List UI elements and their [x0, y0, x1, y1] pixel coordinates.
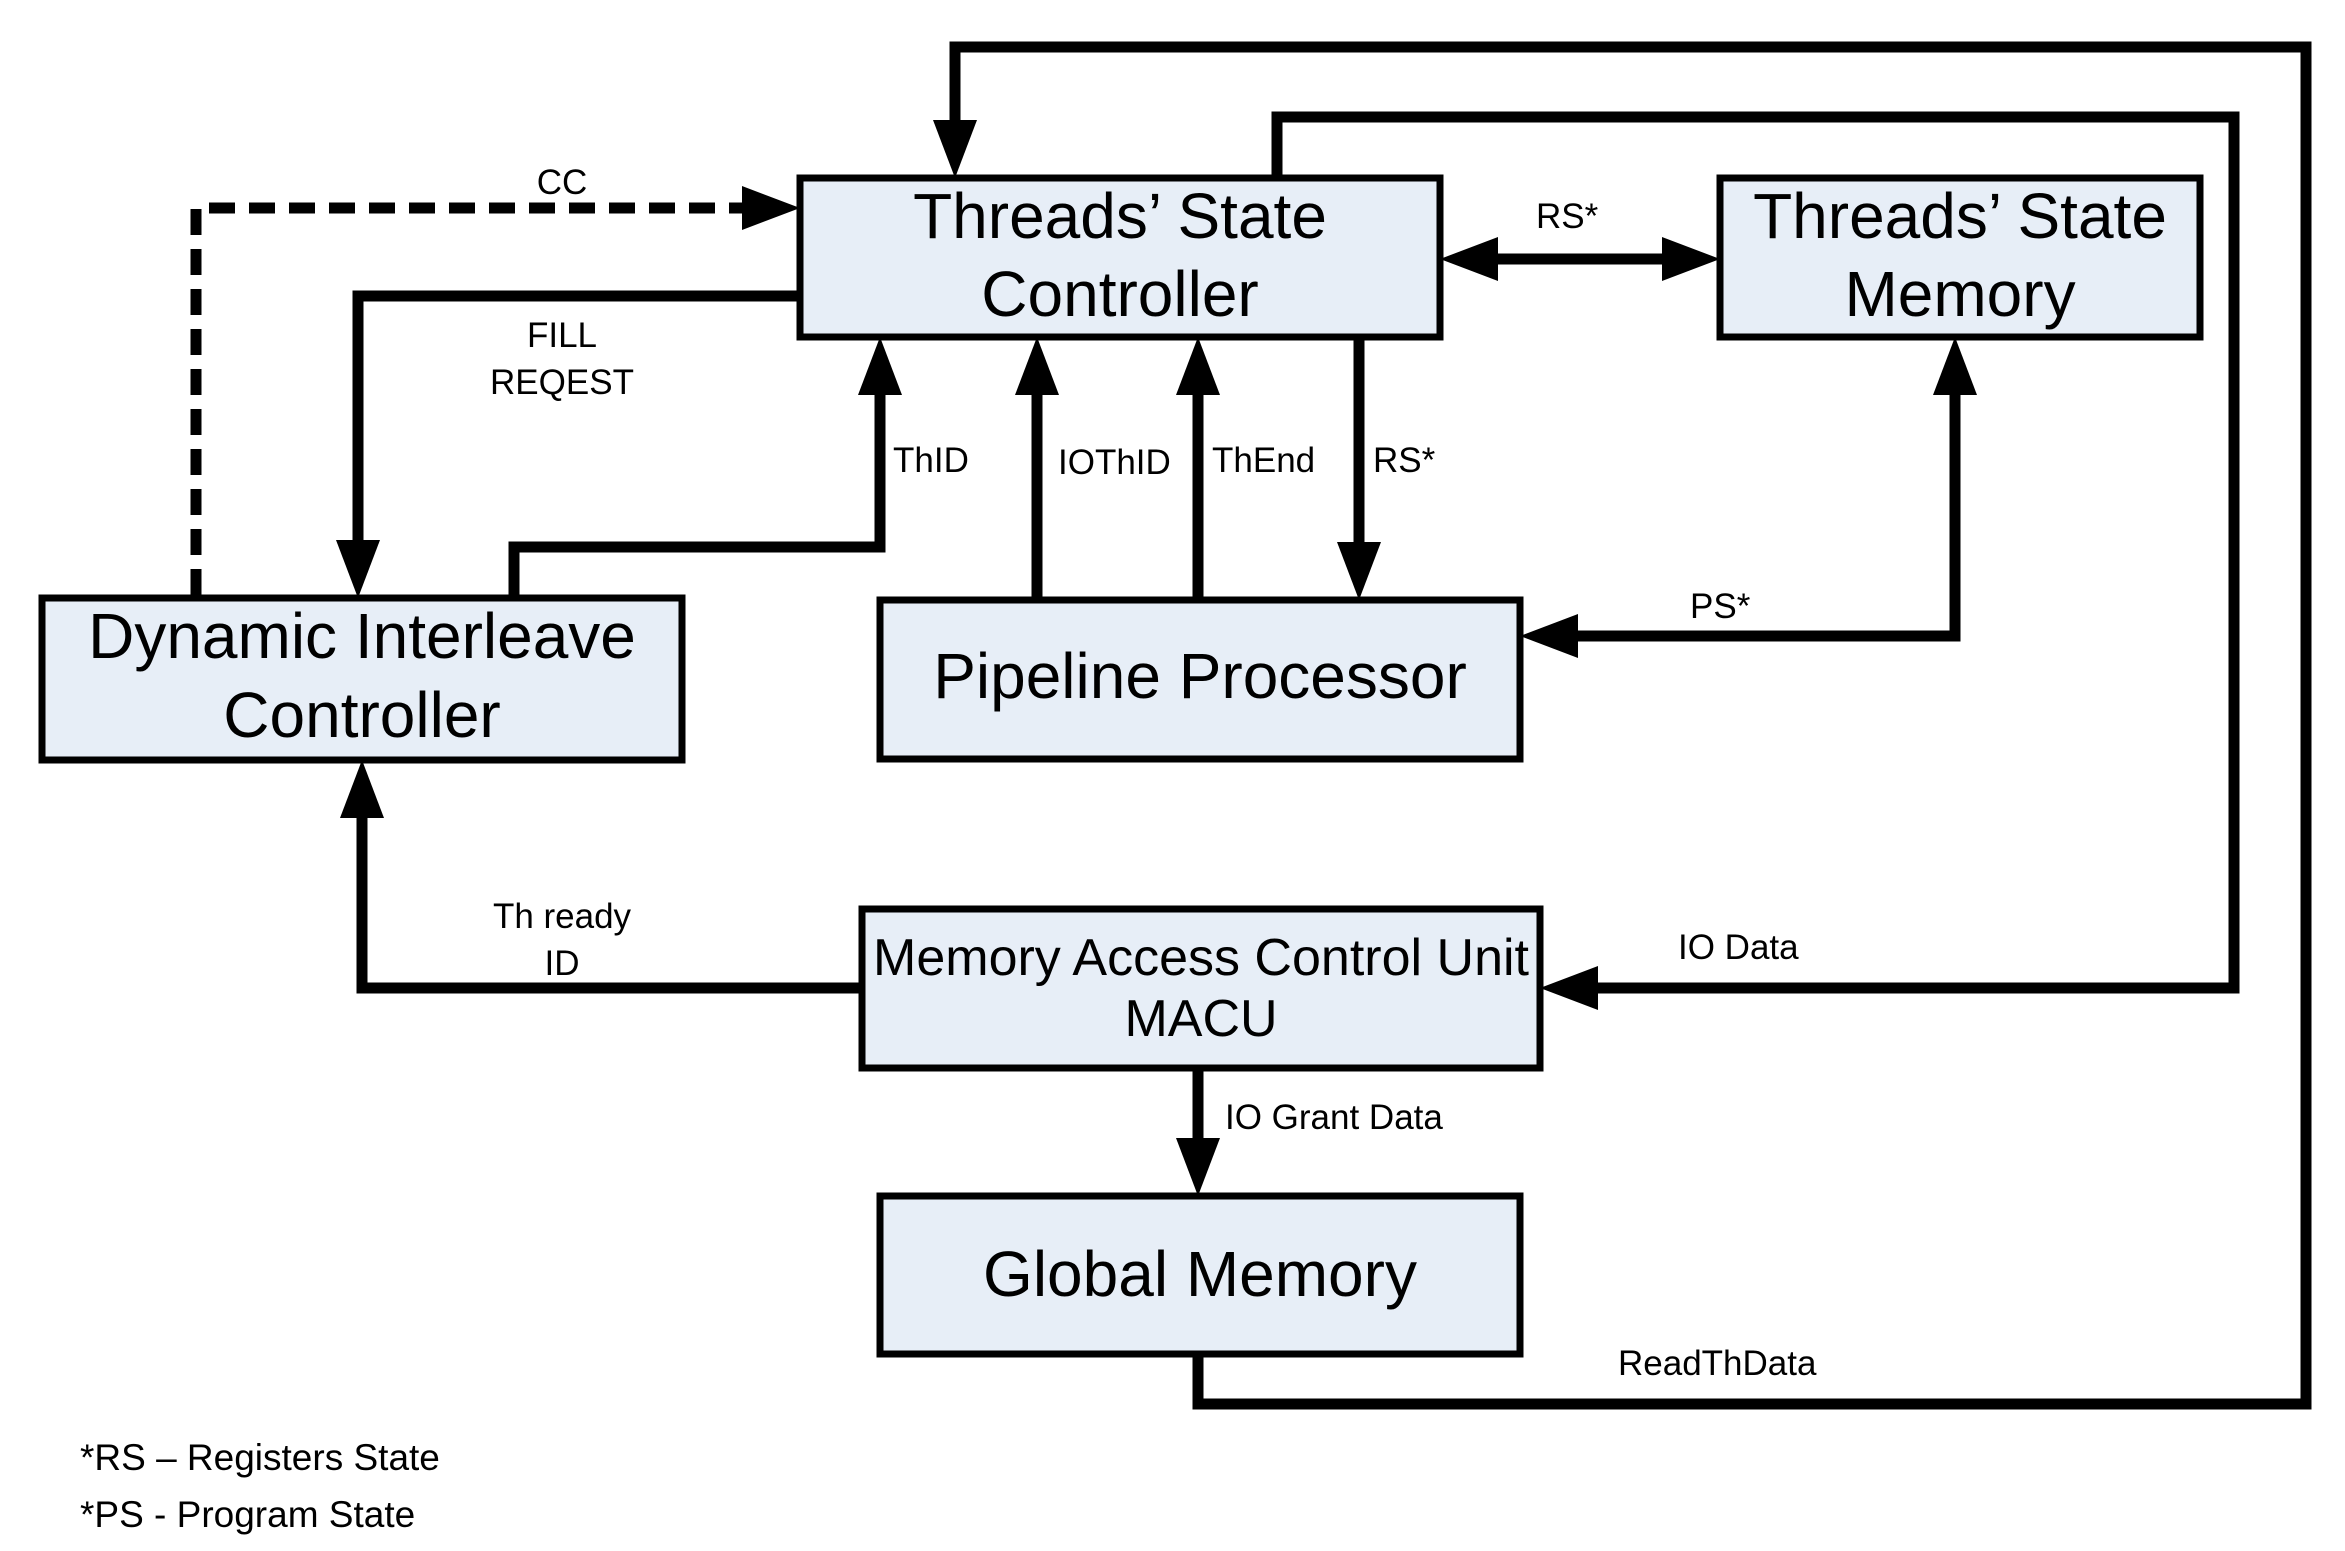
footnote-ps: *PS - Program State: [80, 1494, 415, 1535]
memory-access-control-unit-block: Memory Access Control Unit MACU: [858, 905, 1544, 1072]
iothid-label: IOThID: [1058, 443, 1171, 482]
thid-label: ThID: [893, 441, 969, 480]
io-grant-arrowhead: [1176, 1138, 1220, 1196]
tsm-label-line2: Memory: [1844, 258, 2075, 330]
thready-wire: [356, 818, 862, 994]
pipeline-processor-block: Pipeline Processor: [876, 596, 1524, 763]
thready-arrowhead: [340, 760, 384, 818]
thready-label-line2: ID: [545, 944, 580, 983]
ps-label: PS*: [1690, 587, 1751, 626]
tsc-label-line2: Controller: [981, 258, 1258, 330]
io-data-arrowhead: [1540, 966, 1598, 1010]
ps-wire: [1575, 395, 1961, 642]
dynamic-interleave-controller-block: Dynamic Interleave Controller: [38, 594, 686, 764]
thready-label-line1: Th ready: [493, 897, 632, 936]
fill-request-wire: [352, 290, 805, 545]
ps-left-arrowhead: [1520, 614, 1578, 658]
macu-label-line2: MACU: [1124, 990, 1277, 1048]
macu-label-line1: Memory Access Control Unit: [873, 929, 1530, 987]
cc-arrowhead: [742, 186, 800, 230]
rs-bidir-left-arrowhead: [1440, 237, 1498, 281]
rs-top-label: RS*: [1536, 197, 1599, 236]
iothid-arrowhead: [1015, 337, 1059, 395]
read-th-data-arrowhead: [933, 120, 977, 178]
gm-label: Global Memory: [983, 1238, 1417, 1310]
thend-label: ThEnd: [1212, 441, 1315, 480]
ps-up-arrowhead: [1933, 337, 1977, 395]
global-memory-block: Global Memory: [876, 1192, 1524, 1358]
dic-label-line1: Dynamic Interleave: [88, 600, 636, 672]
footnote-rs: *RS – Registers State: [80, 1437, 440, 1478]
thend-arrowhead: [1176, 337, 1220, 395]
threads-state-controller-block: Threads’ State Controller: [796, 174, 1444, 341]
pp-label: Pipeline Processor: [933, 640, 1467, 712]
fill-label-line2: REQEST: [490, 363, 634, 402]
rs-bidir-right-arrowhead: [1662, 237, 1720, 281]
fill-label-line1: FILL: [527, 316, 597, 355]
rs-down-arrowhead: [1337, 542, 1381, 600]
rs-down-label: RS*: [1373, 441, 1436, 480]
io-grant-label: IO Grant Data: [1225, 1098, 1443, 1137]
tsc-label-line1: Threads’ State: [913, 180, 1327, 252]
io-data-wire: [1271, 111, 2240, 994]
cc-label: CC: [537, 163, 588, 202]
threads-state-memory-block: Threads’ State Memory: [1716, 174, 2204, 341]
fill-request-arrowhead: [336, 540, 380, 598]
read-th-data-label: ReadThData: [1618, 1344, 1817, 1383]
io-data-label: IO Data: [1678, 928, 1799, 967]
tsm-label-line1: Threads’ State: [1753, 180, 2167, 252]
thid-wire: [508, 395, 886, 595]
cc-wire: [190, 202, 746, 595]
dic-label-line2: Controller: [223, 679, 500, 751]
read-th-data-wire: [949, 41, 2312, 1410]
thid-arrowhead: [858, 337, 902, 395]
